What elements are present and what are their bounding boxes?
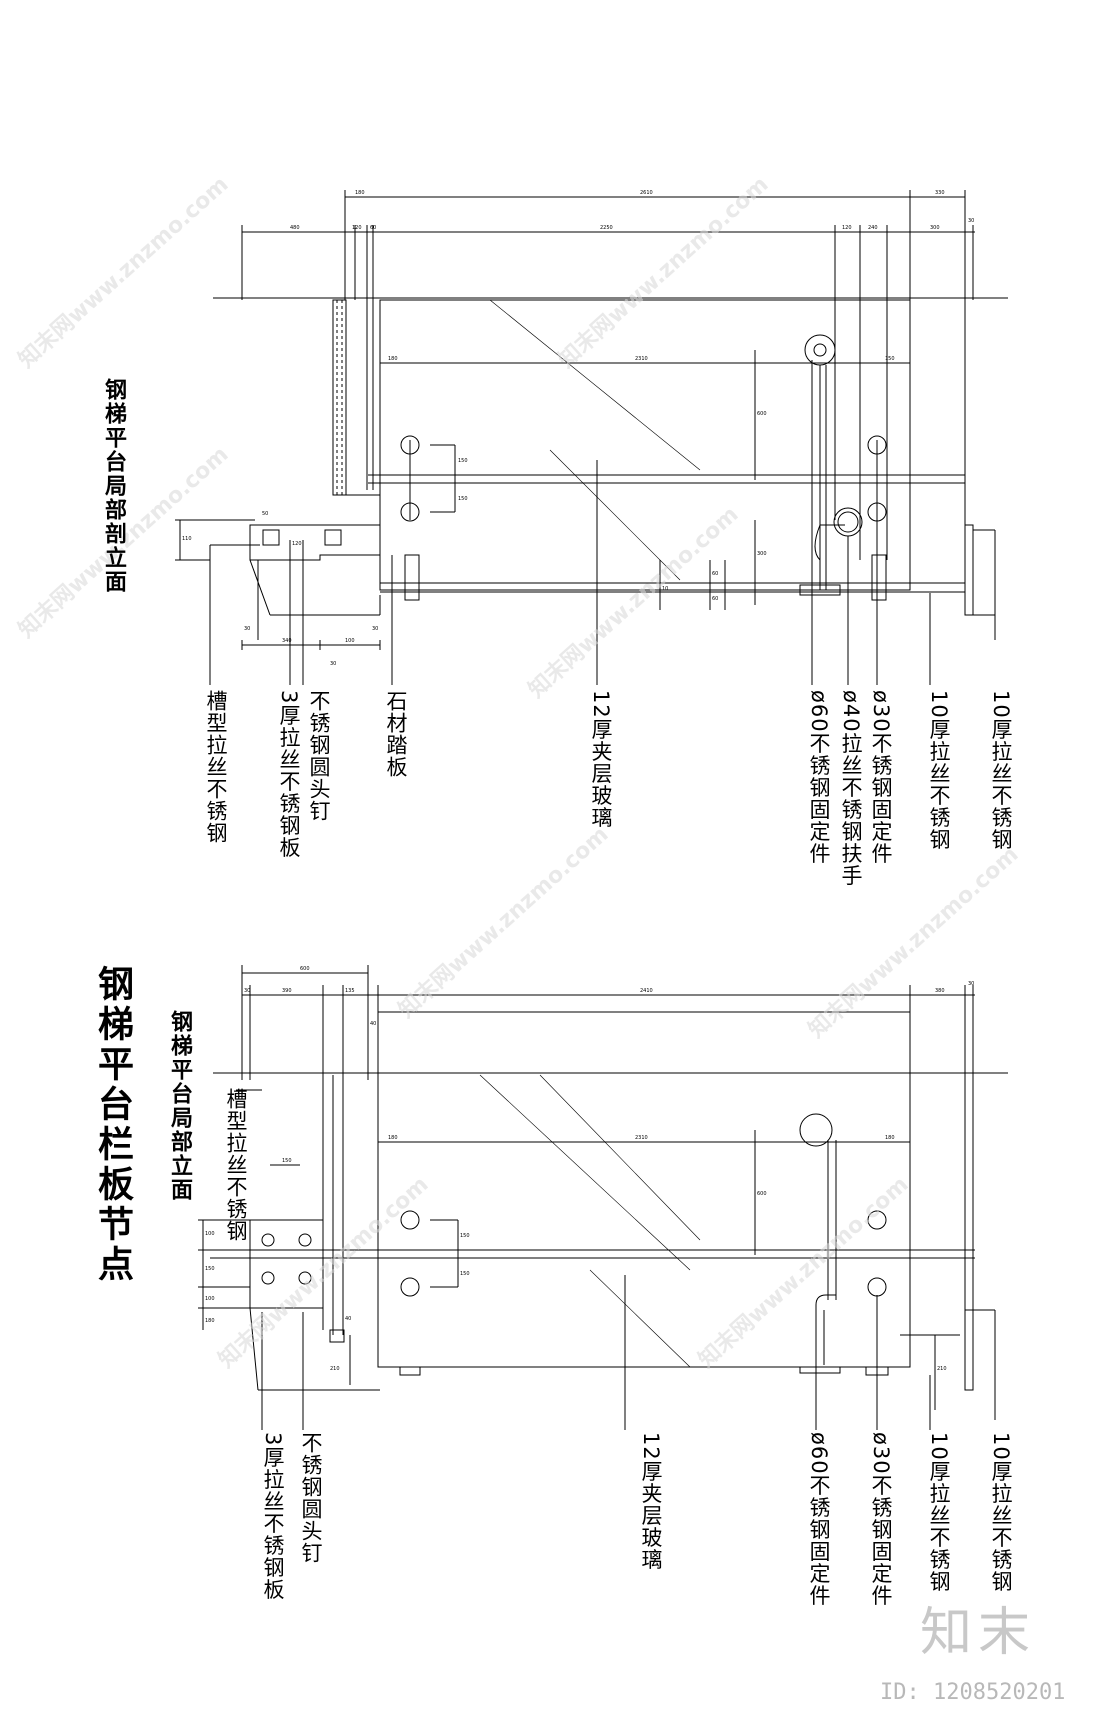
callout-upper-fixing-60: ø60不锈钢固定件 — [807, 690, 831, 865]
callout-upper-nail: 不锈钢圆头钉 — [307, 690, 331, 822]
dim-label: 30 — [968, 218, 974, 224]
dim-label: 60 — [712, 596, 718, 602]
dim-label: 2610 — [640, 190, 653, 196]
dim-label: 30 — [968, 981, 974, 987]
callout-lower-plate: 3厚拉丝不锈钢板 — [261, 1432, 285, 1601]
image-id-label: ID: 1208520201 — [880, 1680, 1066, 1705]
dim-label: 300 — [757, 551, 767, 557]
dim-label: 50 — [262, 511, 268, 517]
callout-upper-fixing-30: ø30不锈钢固定件 — [869, 690, 893, 865]
dim-label: 480 — [290, 225, 300, 231]
dim-label: 100 — [205, 1296, 215, 1302]
dim-label: 150 — [458, 496, 468, 502]
dim-label: 30 — [244, 626, 250, 632]
callout-upper-plate: 3厚拉丝不锈钢板 — [277, 690, 301, 859]
dim-label: 2310 — [635, 356, 648, 362]
dim-label: 2410 — [640, 988, 653, 994]
dim-label: 150 — [458, 458, 468, 464]
dim-label: 150 — [460, 1271, 470, 1277]
title-section-elevation: 钢梯平台局部剖立面 — [101, 378, 126, 594]
callout-lower-fixing-60: ø60不锈钢固定件 — [807, 1432, 831, 1607]
dim-label: 180 — [205, 1318, 215, 1324]
dim-label: 30 — [372, 626, 378, 632]
dim-label: 180 — [355, 190, 365, 196]
callout-lower-glass: 12厚夹层玻璃 — [639, 1432, 663, 1571]
dim-label: 340 — [282, 638, 292, 644]
callout-upper-steel-1: 10厚拉丝不锈钢 — [927, 690, 951, 851]
dim-label: 210 — [937, 1366, 947, 1372]
dim-label: 120 — [352, 225, 362, 231]
dim-label: 380 — [935, 988, 945, 994]
dim-label: 110 — [182, 536, 192, 542]
dim-label: 180 — [885, 1135, 895, 1141]
callout-upper-channel: 槽型拉丝不锈钢 — [204, 690, 228, 844]
callout-lower-fixing-30: ø30不锈钢固定件 — [869, 1432, 893, 1607]
dim-label: 60 — [712, 571, 718, 577]
callout-upper-steel-2: 10厚拉丝不锈钢 — [989, 690, 1013, 851]
dim-label: 600 — [757, 1191, 767, 1197]
dim-label: 40 — [345, 1316, 351, 1322]
dim-label: 40 — [370, 1021, 376, 1027]
dim-label: 30 — [330, 661, 336, 667]
callout-lower-channel: 槽型拉丝不锈钢 — [224, 1088, 248, 1242]
dim-label: 600 — [300, 966, 310, 972]
dim-label: 150 — [885, 356, 895, 362]
dim-label: 120 — [842, 225, 852, 231]
dim-label: 390 — [282, 988, 292, 994]
dim-label: 135 — [345, 988, 355, 994]
dim-label: 30 — [244, 988, 250, 994]
dim-label: 2310 — [635, 1135, 648, 1141]
callout-lower-steel-2: 10厚拉丝不锈钢 — [989, 1432, 1013, 1593]
lower-drawing — [198, 965, 1008, 1430]
callout-upper-handrail: ø40拉丝不锈钢扶手 — [839, 690, 863, 887]
callout-lower-steel-1: 10厚拉丝不锈钢 — [927, 1432, 951, 1593]
dim-label: 150 — [282, 1158, 292, 1164]
callout-lower-nail: 不锈钢圆头钉 — [299, 1432, 323, 1564]
dim-label: 2250 — [600, 225, 613, 231]
title-partial-elevation: 钢梯平台局部立面 — [167, 1010, 192, 1202]
title-main: 钢梯平台栏板节点 — [92, 965, 133, 1285]
callout-upper-stone: 石材踏板 — [384, 690, 408, 778]
dim-label: 180 — [388, 356, 398, 362]
dim-label: 300 — [930, 225, 940, 231]
dim-label: 100 — [205, 1231, 215, 1237]
dim-label: 210 — [330, 1366, 340, 1372]
callout-upper-glass: 12厚夹层玻璃 — [589, 690, 613, 829]
dim-label: 150 — [205, 1266, 215, 1272]
brand-logo: 知末 — [920, 1603, 1037, 1663]
dim-label: 330 — [935, 190, 945, 196]
dim-label: 120 — [292, 541, 302, 547]
dim-label: 100 — [345, 638, 355, 644]
upper-drawing — [175, 190, 1008, 685]
upper-dimension-labels: 180 2610 330 480 120 60 2250 120 240 300… — [182, 190, 974, 667]
lower-dimension-labels: 600 30 390 135 40 2410 380 30 180 2310 1… — [205, 966, 974, 1372]
dim-label: 150 — [460, 1233, 470, 1239]
dim-label: 10 — [662, 586, 668, 592]
dim-label: 180 — [388, 1135, 398, 1141]
dim-label: 600 — [757, 411, 767, 417]
dim-label: 240 — [868, 225, 878, 231]
dim-label: 60 — [370, 225, 376, 231]
